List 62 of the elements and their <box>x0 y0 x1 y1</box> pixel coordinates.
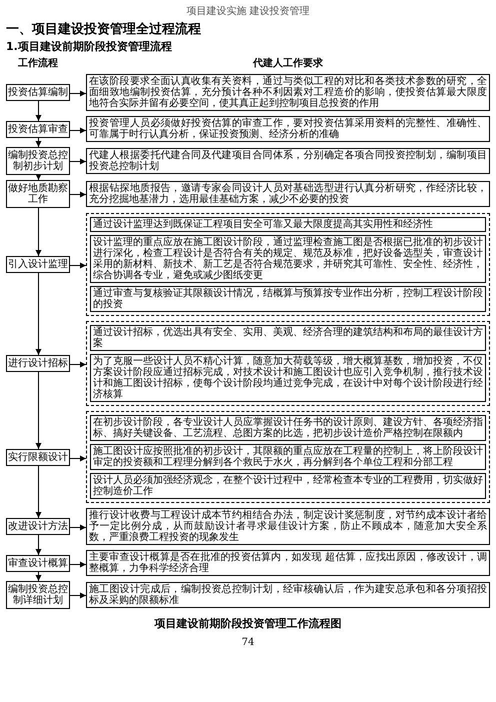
process-label: 编制投资总控制初步计划 <box>7 150 69 172</box>
process-label: 进行设计招标 <box>7 358 69 369</box>
arrow <box>70 158 86 164</box>
arrow <box>70 456 86 462</box>
arrow <box>70 592 86 598</box>
description-text: 投资管理人员必须做好投资估算的审查工作，要对投资估算采用资料的完整性、准确性、可靠属于时行认真分析，保证投资预测、经济分析的准确 <box>89 118 487 140</box>
process-label: 做好地质勘察工作 <box>7 183 69 205</box>
process-box <box>6 449 70 466</box>
process-box <box>6 256 70 273</box>
process-label: 引入设计监理 <box>7 259 69 270</box>
arrow <box>36 534 42 556</box>
process-label: 审查设计概算 <box>7 558 69 569</box>
arrow <box>36 466 42 518</box>
column-header: 代建人工作要求 <box>253 58 323 70</box>
arrow <box>36 100 42 122</box>
description-text: 通过设计招标，优选出具有安全、实用、美观、经济合理的建筑结构和布局的最佳设计方案 <box>93 327 483 349</box>
column-header: 工作流程 <box>18 58 58 70</box>
arrow <box>36 174 42 180</box>
arrow <box>36 138 42 148</box>
description-text: 在初步设计阶段，各专业设计人员应掌握设计任务书的设计原则、建设方针、各项经济指标、搞好关键设备、工艺流程、总图方案的比选，把初步设计造价严格控制在限额内 <box>93 417 483 439</box>
description-box <box>90 217 486 232</box>
description-text: 施工图设计完成后，编制投资总控制计划，经审核确认后，作为建安总承包和各分项招投标及采购的限额标准 <box>89 584 487 606</box>
arrow <box>36 208 42 256</box>
process-label: 投资估算审查 <box>7 124 69 135</box>
process-label: 实行限额设计 <box>7 452 69 463</box>
page-number: 74 <box>242 637 254 649</box>
subsection-heading: 1.项目建设前期阶段投资管理流程 <box>6 40 172 54</box>
description-text: 在该阶段要求全面认真收集有关资料，通过与类似工程的对比和各类技术参数的研究，全面细致地编制投资估算，充分预计各种不利因素对工程造价的影响，使投资估算最大限度地符合实际并留有必要空间，使其真正起到控制项目总投资的作用 <box>89 76 487 109</box>
description-text: 通过审查与复核验证其限额设计情况，结概算与预算按专业作出分析，控制工程设计阶段的投资 <box>93 288 483 310</box>
figure-caption: 项目建设前期阶段投资管理工作流程图 <box>154 617 342 630</box>
arrow <box>70 524 86 530</box>
process-box <box>6 518 70 535</box>
arrow <box>36 272 42 356</box>
process-box <box>6 84 70 101</box>
description-text: 根据钻探地质报告，邀请专家会同设计人员对基础选型进行认真分析研究，作经济比较，充分挖掘地基潜力，选用最佳基础方案，减少不必要的投资 <box>89 183 487 205</box>
description-text: 设计监理的重点应放在施工图设计阶段，通过监理检查施工图是否根据已批准的初步设计进行深化，检查工程设计是否符合有关的规定、规范及标准，把好设备选型关，审查设计采用的新材料、新技术、新工艺是否符合规范要求，并研究其可靠性、安全性、经济性，综合协调各专业，避免或减少图纸变更 <box>93 237 483 281</box>
process-label: 改进设计方法 <box>7 521 69 532</box>
process-box <box>6 355 70 372</box>
description-text: 推行设计收费与工程设计成本节约相结合办法，制定设计奖惩制度，对节约成本设计者给予一定比例分成，从而鼓励设计者寻求最佳设计方案，防止不顾成本，随意加大安全系数，严重浪费工程投资的现象发生 <box>89 510 487 543</box>
process-box <box>6 555 70 572</box>
section-heading: 一、项目建设投资管理全过程流程 <box>6 22 201 38</box>
arrow <box>70 192 86 198</box>
dashed-group-box <box>86 321 490 406</box>
description-text: 主要审查设计概算是否在批准的投资估算内，如发现 超估算，应找出原因，修改设计，调整概算，力争科学经济合理 <box>89 552 487 574</box>
arrow <box>70 128 86 134</box>
arrow <box>36 372 42 450</box>
arrow <box>70 362 86 368</box>
process-label: 投资估算编制 <box>7 87 69 98</box>
dashed-group-box <box>86 213 490 316</box>
process-box <box>6 121 70 138</box>
dashed-group-box <box>86 411 490 503</box>
page-header: 项目建设实施 建设投资管理 <box>186 6 310 18</box>
arrow <box>70 262 86 268</box>
arrow <box>36 572 42 582</box>
description-text: 代建人根据委托代建合同及代建项目合同体系，分别确定各项合同投资控制划，编制项目投资总控制计划 <box>89 150 487 172</box>
description-text: 通过设计监理达到既保证工程项目安全可靠又最大限度提高其实用性和经济性 <box>93 219 434 230</box>
description-text: 设计人员必须加强经济观念，在整个设计过程中，经常检查本专业的工程费用，切实做好控制造价工作 <box>93 475 483 497</box>
process-label: 编制投资总控制详细计划 <box>7 584 69 606</box>
description-text: 施工图设计应按照批准的初步设计，其限额的重点应放在工程量的控制上，将上阶段设计审定的投资额和工程理分解到各个救民于水火，再分解到各个单位工程和分部工程 <box>93 446 483 468</box>
arrow <box>70 90 86 96</box>
description-text: 为了克服一些设计人员不精心计算，随意加大荷载等级，增大概算基数，增加投资，不仅方案设计阶段应通过招标完成，对技术设计和施工图设计也应引入竞争机制，推行技术设计和施工图设计招标，使每个设计阶段均通过竞争完成，在设计中对每个设计阶段进行经济核算 <box>93 356 483 400</box>
arrow <box>70 562 86 568</box>
